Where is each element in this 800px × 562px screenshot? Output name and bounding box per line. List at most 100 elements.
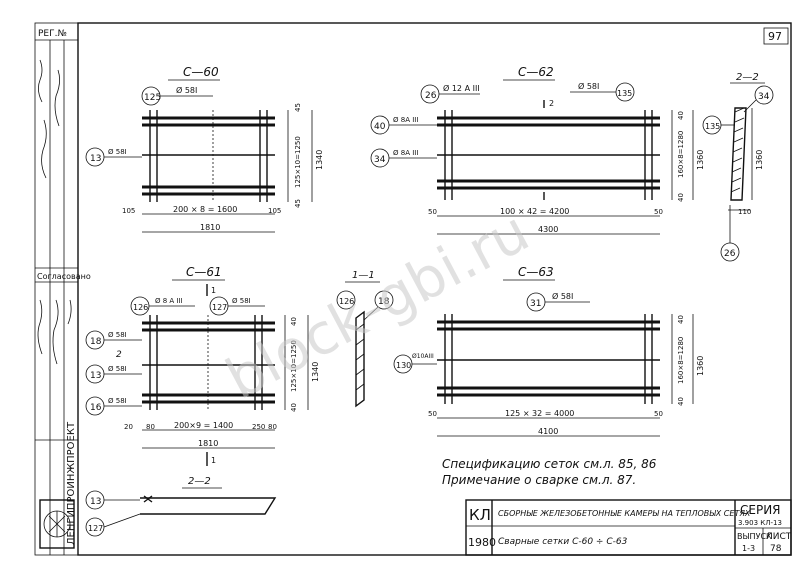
c61-dim-right-b: 80 bbox=[268, 423, 277, 431]
tb-series-label: СЕРИЯ bbox=[740, 503, 781, 517]
c60-dim-end-right: 105 bbox=[268, 207, 281, 215]
view-c61: С—61 1 126 Ø 8 A III 127 Ø 58I 18 Ø 58I … bbox=[85, 265, 320, 466]
c62-dim-end-right: 50 bbox=[654, 208, 663, 216]
c63-dim-right-b: 160×8=1280 bbox=[677, 337, 685, 384]
c61-title: С—61 bbox=[186, 265, 222, 279]
c63-title: С—63 bbox=[518, 265, 554, 279]
view-section-22-bottom: 2—2 13 127 bbox=[85, 476, 277, 537]
c61-dim-side-c: 40 bbox=[290, 403, 298, 412]
c60-callout-13-label: 13 bbox=[90, 154, 101, 164]
c60-bar-left-label: Ø 58I bbox=[108, 148, 127, 156]
c60-dim-height: 1340 bbox=[315, 150, 324, 170]
c63-bar-31-label: Ø 58I bbox=[552, 291, 573, 301]
sec11-callout-18 bbox=[374, 290, 394, 310]
sec11-callout-18-label: 18 bbox=[378, 297, 390, 307]
sec11-callout-126-label: 126 bbox=[339, 297, 354, 306]
page-number-box bbox=[763, 27, 789, 45]
sec22b-callout-127-label: 127 bbox=[88, 524, 103, 533]
c63-dim-end-left: 50 bbox=[428, 410, 437, 418]
c61-dim-height: 1340 bbox=[311, 362, 320, 382]
tb-sheet-label: ЛИСТ bbox=[766, 532, 792, 542]
reg-no-label: РЕГ.№ bbox=[38, 29, 67, 39]
c63-callout-31-label: 31 bbox=[530, 299, 541, 309]
tb-issue-value: 1-3 bbox=[742, 544, 755, 553]
tb-sheet-value: 78 bbox=[770, 544, 782, 554]
c60-bar-top-label: Ø 58I bbox=[176, 85, 197, 95]
c61-bar-16-label: Ø 58I bbox=[108, 397, 127, 405]
c61-dim-total: 1810 bbox=[198, 439, 218, 448]
c60-dim-right-c: 45 bbox=[294, 199, 302, 208]
c62-bar-34-label: Ø 8A III bbox=[393, 149, 418, 157]
c60-dim-spacing: 200 × 8 = 1600 bbox=[173, 205, 237, 214]
c62-dim-end-left: 50 bbox=[428, 208, 437, 216]
c62-dim-spacing: 100 × 42 = 4200 bbox=[500, 207, 569, 216]
c63-bar-130-label: Ø10AIII bbox=[412, 353, 434, 360]
view-section-22-top: 2—2 34 135 1360 110 26 bbox=[702, 72, 774, 262]
c61-dim-left-b: 80 bbox=[146, 423, 155, 431]
c60-dim-total: 1810 bbox=[200, 223, 220, 232]
c62-dim-right-c: 40 bbox=[677, 193, 685, 202]
c63-callout-130-label: 130 bbox=[396, 361, 411, 370]
view-c63: С—63 31 Ø 58I 130 Ø10AIII 50 125 × 32 = … bbox=[393, 265, 705, 437]
c61-section-mark-bottom: 1 bbox=[211, 456, 216, 465]
c63-dim-spacing: 125 × 32 = 4000 bbox=[505, 409, 574, 418]
page-number: 97 bbox=[768, 30, 782, 43]
sec22-callout-26 bbox=[720, 242, 740, 262]
c61-dim-right-a: 250 bbox=[252, 423, 265, 431]
c61-bar-126-label: Ø 8 A III bbox=[155, 297, 183, 305]
institute-logo-icon bbox=[39, 499, 75, 549]
c62-callout-34-label: 34 bbox=[374, 155, 386, 165]
c60-dim-end-left: 105 bbox=[122, 207, 135, 215]
c61-bar-13-label: Ø 58I bbox=[108, 365, 127, 373]
c61-section-mark: 1 bbox=[211, 286, 216, 295]
c62-callout-26-label: 26 bbox=[425, 91, 437, 101]
sec22-dim-height: 1360 bbox=[755, 150, 764, 170]
sec22-bottom-title: 2—2 bbox=[188, 476, 211, 487]
sec22-callout-26-label: 26 bbox=[724, 249, 736, 259]
c61-callout-126-label: 126 bbox=[133, 303, 148, 312]
c63-dim-end-right: 50 bbox=[654, 410, 663, 418]
c60-callout-125-label: 125 bbox=[144, 93, 161, 103]
sec22-dim-base: 110 bbox=[738, 208, 751, 216]
view-c60: С—60 125 Ø 58I 13 Ø 58I 105 200 × 8 = 16… bbox=[85, 65, 324, 233]
c63-dim-right-a: 40 bbox=[677, 315, 685, 324]
sec22b-callout-13-label: 13 bbox=[90, 497, 101, 507]
note-welding: Примечание о сварке см.л. 87. bbox=[442, 473, 636, 487]
tb-title-main: СБОРНЫЕ ЖЕЛЕЗОБЕТОННЫЕ КАМЕРЫ НА ТЕПЛОВЫ… bbox=[498, 509, 751, 518]
c61-callout-127-label: 127 bbox=[212, 303, 227, 312]
c62-callout-135-label: 135 bbox=[617, 89, 632, 98]
sec22-callout-135-label: 135 bbox=[705, 122, 720, 131]
c60-dim-right-a: 45 bbox=[294, 103, 302, 112]
view-section-11: 1—1 126 18 bbox=[336, 270, 394, 408]
c63-dim-height: 1360 bbox=[696, 356, 705, 376]
tb-issue-label: ВЫПУСК bbox=[737, 532, 772, 541]
c62-bar-135-label: Ø 58I bbox=[578, 81, 599, 91]
c62-dim-right-b: 160×8=1280 bbox=[677, 131, 685, 178]
c62-dim-right-a: 40 bbox=[677, 111, 685, 120]
tb-code: КЛ bbox=[469, 506, 491, 524]
title-block: КЛ 1980 СБОРНЫЕ ЖЕЛЕЗОБЕТОННЫЕ КАМЕРЫ НА… bbox=[465, 499, 792, 556]
note-spec: Спецификацию сеток см.л. 85, 86 bbox=[442, 457, 657, 471]
c62-dim-height: 1360 bbox=[696, 150, 705, 170]
tb-title-sub: Сварные сетки С-60 ÷ С-63 bbox=[498, 537, 628, 547]
c63-dim-right-c: 40 bbox=[677, 397, 685, 406]
sec22-callout-34-label: 34 bbox=[758, 92, 770, 102]
c62-bar-26-label: Ø 12 A III bbox=[443, 83, 480, 93]
tb-year: 1980 bbox=[468, 536, 496, 549]
c61-mark-2: 2 bbox=[116, 350, 122, 360]
c61-dim-spacing: 200×9 = 1400 bbox=[174, 421, 233, 430]
tb-series-value: 3.903 КЛ-13 bbox=[738, 519, 782, 527]
c63-dim-total: 4100 bbox=[538, 427, 558, 436]
c61-dim-side-a: 40 bbox=[290, 317, 298, 326]
c61-dim-side-b: 125×10=1250 bbox=[290, 340, 298, 392]
sec22-top-title: 2—2 bbox=[736, 72, 759, 83]
c60-title: С—60 bbox=[183, 65, 219, 79]
c61-callout-18-label: 18 bbox=[90, 337, 102, 347]
institute-name: ЛЕНГИПРОИНЖПРОЕКТ bbox=[66, 421, 77, 545]
c60-dim-right-b: 125×10=1250 bbox=[294, 136, 302, 188]
c62-section-mark: 2 bbox=[549, 99, 554, 108]
c61-bar-127-label: Ø 58I bbox=[232, 297, 251, 305]
sec11-callout-126 bbox=[336, 290, 356, 310]
